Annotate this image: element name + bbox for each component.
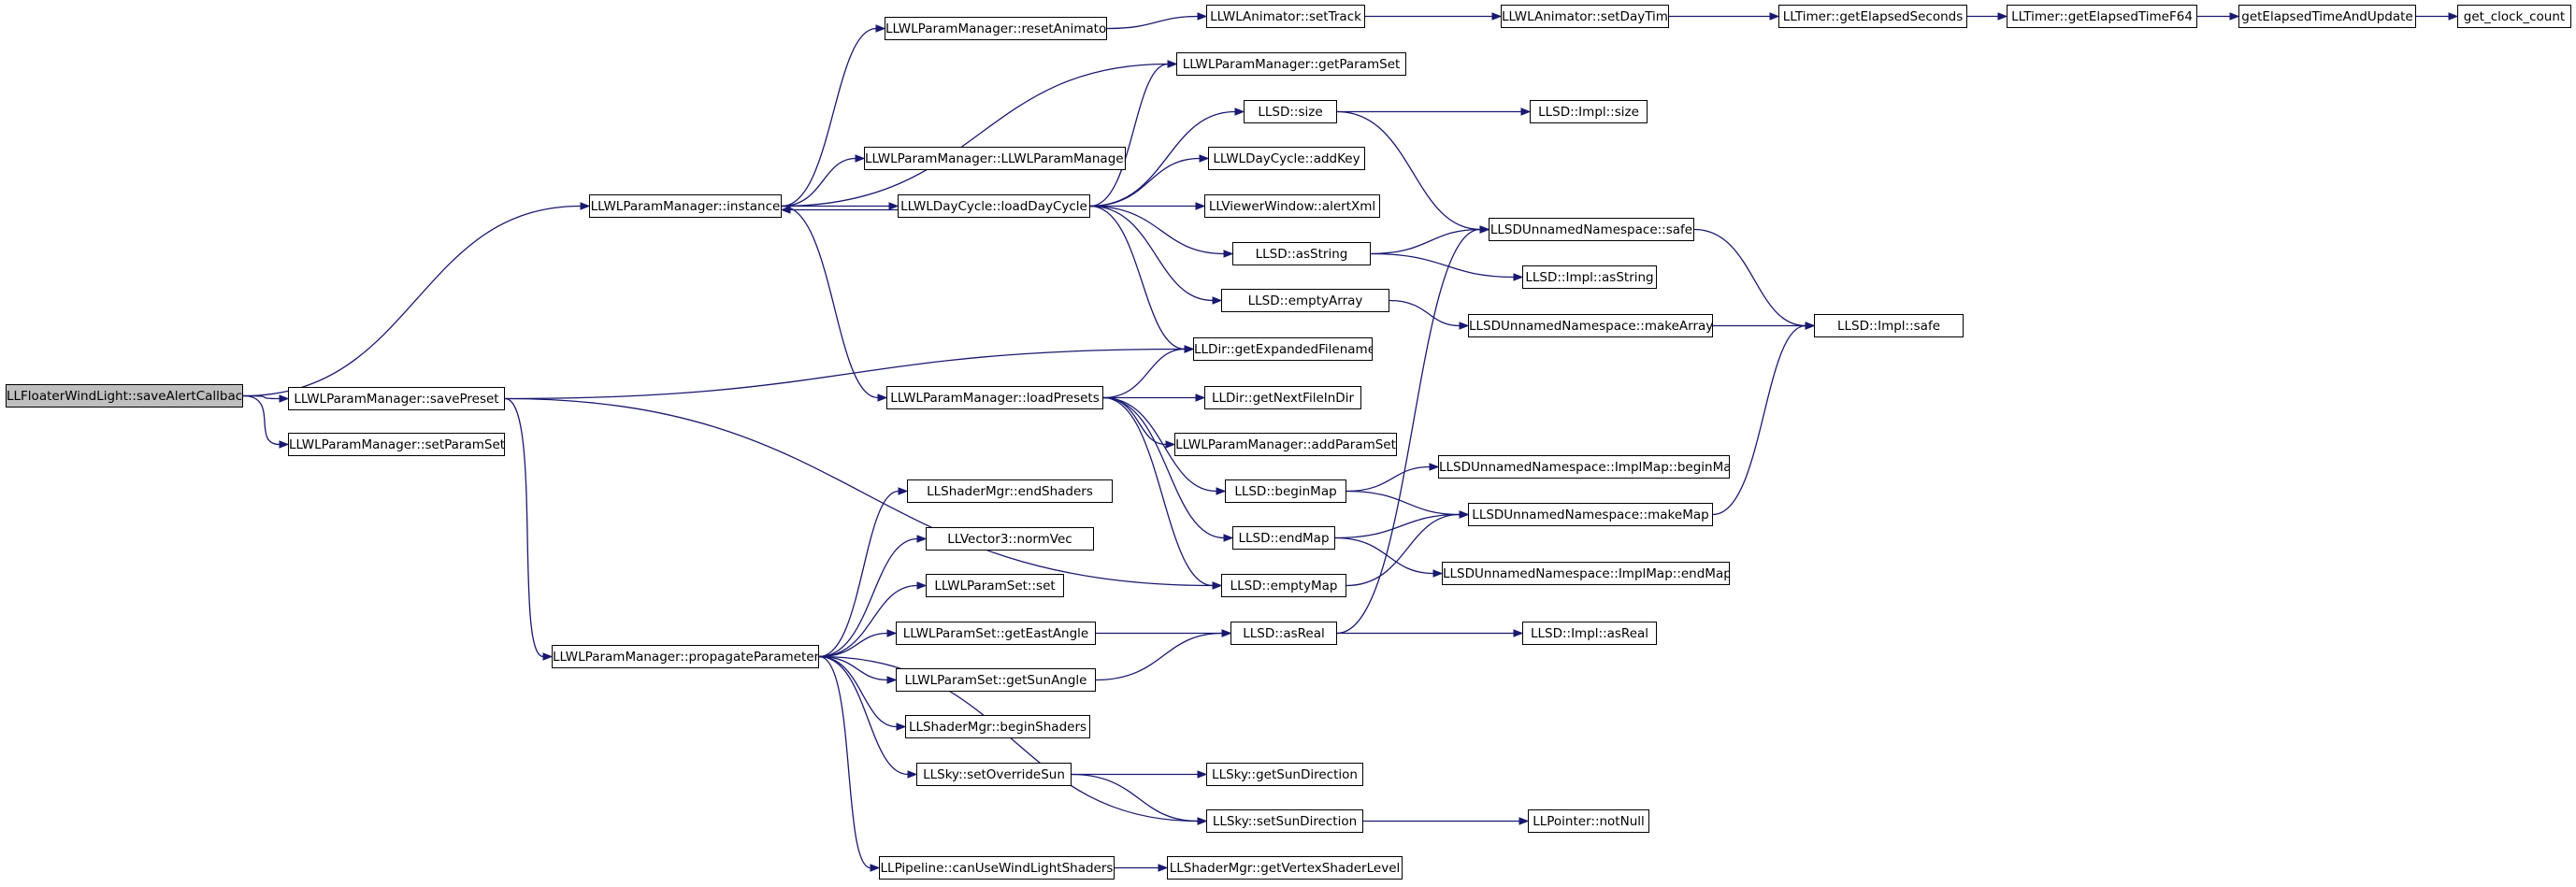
edge-n29-n30 [1346,465,1431,493]
node-get-clock-count[interactable]: get_clock_count [2457,5,2571,28]
node-llshadermgr-endshaders[interactable]: LLShaderMgr::endShaders [907,479,1113,503]
edge-n1-n4 [781,27,877,207]
node-llsdunnamednamespace-implmap-endmap[interactable]: LLSDUnnamedNamespace::ImplMap::endMap [1442,562,1730,585]
edge-n41-n39 [1095,632,1223,681]
edge-n6-n21 [1089,205,1225,255]
edge-n31-n25 [1712,324,1806,516]
node-llwlparammanager-llwlparammanager[interactable]: LLWLParamManager::LLWLParamManager [864,147,1126,170]
edge-n29-n31 [1346,490,1461,516]
node-llsd-asstring[interactable]: LLSD::asString [1232,242,1371,265]
edge-n2-n8 [504,397,544,658]
edge-n20-n25 [1693,228,1806,327]
node-llfloaterwindlight-savealertcallback: LLFloaterWindLight::saveAlertCallback [6,384,243,408]
edge-n32-n33 [1334,536,1434,575]
edge-n6-n23 [1089,205,1214,302]
node-llvector3-normvec[interactable]: LLVector3::normVec [926,527,1094,551]
edge-n2-n26 [504,348,1186,400]
node-llsdunnamednamespace-makemap[interactable]: LLSDUnnamedNamespace::makeMap [1468,503,1713,526]
node-lldir-getnextfileindir[interactable]: LLDir::getNextFileInDir [1204,386,1361,409]
edge-n2-n34 [504,397,1214,587]
edge-n21-n20 [1370,228,1481,255]
node-llwlparamset-getsunangle[interactable]: LLWLParamSet::getSunAngle [896,668,1096,692]
node-llwlparammanager-savepreset[interactable]: LLWLParamManager::savePreset [288,387,505,410]
edge-n0-n3 [242,394,281,446]
edge-n34-n31 [1346,513,1461,587]
node-llsky-getsundirection[interactable]: LLSky::getSunDirection [1206,763,1363,786]
node-llsdunnamednamespace-makearray[interactable]: LLSDUnnamedNamespace::makeArray [1468,314,1713,337]
node-llpipeline-canusewindlightshaders[interactable]: LLPipeline::canUseWindLightShaders [879,856,1115,880]
node-llsd-endmap[interactable]: LLSD::endMap [1232,526,1335,550]
edge-n4-n9 [1106,15,1199,30]
edge-n1-n7 [781,205,879,399]
edge-n8-n47 [818,655,871,869]
node-llsd-impl-safe[interactable]: LLSD::Impl::safe [1814,314,1964,337]
node-llwlparammanager-propagateparameters[interactable]: LLWLParamManager::propagateParameters [552,645,819,668]
node-llsky-setsundirection[interactable]: LLSky::setSunDirection [1206,809,1363,833]
edge-n21-n22 [1370,252,1515,279]
edge-n7-n34 [1102,396,1214,587]
node-llsd-asreal[interactable]: LLSD::asReal [1230,622,1337,645]
edge-n0-n2 [242,394,281,400]
node-llwlparammanager-getparamset[interactable]: LLWLParamManager::getParamSet [1176,52,1406,76]
edge-n1-n5 [781,157,856,207]
node-llsd-emptymap[interactable]: LLSD::emptyMap [1221,574,1346,597]
node-llwlparamset-geteastangle[interactable]: LLWLParamSet::getEastAngle [896,622,1096,645]
node-llsdunnamednamespace-safe[interactable]: LLSDUnnamedNamespace::safe [1489,218,1694,241]
node-llwlanimator-settrack[interactable]: LLWLAnimator::setTrack [1206,5,1365,28]
node-llwlparammanager-resetanimator[interactable]: LLWLParamManager::resetAnimator [885,17,1107,40]
edge-n8-n38 [818,632,888,658]
node-lldir-getexpandedfilename[interactable]: LLDir::getExpandedFilename [1193,337,1373,361]
node-llwldaycycle-loaddaycycle[interactable]: LLWLDayCycle::loadDayCycle [898,194,1090,218]
node-llsd-beginmap[interactable]: LLSD::beginMap [1225,479,1346,503]
edge-n8-n45 [818,655,1199,823]
edge-n7-n29 [1102,396,1217,493]
edge-n23-n24 [1389,299,1461,327]
edge-n16-n20 [1336,110,1481,231]
edge-n39-n20 [1336,228,1481,635]
edge-n6-n15 [1089,63,1169,207]
edge-n8-n37 [818,584,918,658]
edge-n1-n15 [781,63,1169,207]
edge-n43-n45 [1071,773,1199,823]
edge-n8-n35 [818,490,899,658]
node-llsky-setoverridesun[interactable]: LLSky::setOverrideSun [916,763,1072,786]
edge-n8-n36 [818,537,918,658]
node-llwlanimator-setdaytime[interactable]: LLWLAnimator::setDayTime [1501,5,1669,28]
node-llsdunnamednamespace-implmap-beginmap[interactable]: LLSDUnnamedNamespace::ImplMap::beginMap [1438,455,1730,479]
node-llwlparammanager-instance[interactable]: LLWLParamManager::instance [589,194,782,218]
edge-n7-n26 [1102,348,1186,399]
node-lltimer-getelapsedtimef64[interactable]: LLTimer::getElapsedTimeF64 [2007,5,2197,28]
node-llsd-impl-asreal[interactable]: LLSD::Impl::asReal [1522,622,1657,645]
edge-n6-n26 [1089,205,1186,351]
node-llwlparammanager-loadpresets[interactable]: LLWLParamManager::loadPresets [886,386,1103,409]
node-llpointer-notnull[interactable]: LLPointer::notNull [1528,809,1649,833]
edge-n0-n1 [242,205,582,397]
node-llwlparammanager-addparamset[interactable]: LLWLParamManager::addParamSet [1174,433,1397,456]
node-llviewerwindow-alertxml[interactable]: LLViewerWindow::alertXml [1204,194,1380,218]
node-llsd-impl-size[interactable]: LLSD::Impl::size [1530,100,1648,123]
node-llshadermgr-getvertexshaderlevel[interactable]: LLShaderMgr::getVertexShaderLevel [1167,856,1403,880]
node-llsd-emptyarray[interactable]: LLSD::emptyArray [1221,289,1389,312]
node-llshadermgr-beginshaders[interactable]: LLShaderMgr::beginShaders [905,715,1090,738]
node-getelapsedtimeandupdate[interactable]: getElapsedTimeAndUpdate [2238,5,2416,28]
node-llwldaycycle-addkey[interactable]: LLWLDayCycle::addKey [1208,147,1365,170]
edge-n6-n18 [1089,157,1201,207]
edge-n8-n43 [818,655,909,776]
node-llwlparammanager-setparamset[interactable]: LLWLParamManager::setParamSet [288,433,505,456]
node-llsd-size[interactable]: LLSD::size [1244,100,1337,123]
node-lltimer-getelapsedseconds[interactable]: LLTimer::getElapsedSeconds [1778,5,1967,28]
node-llwlparamset-set[interactable]: LLWLParamSet::set [926,574,1064,597]
edge-n32-n31 [1334,513,1461,539]
edge-n7-n32 [1102,396,1225,539]
node-llsd-impl-asstring[interactable]: LLSD::Impl::asString [1522,265,1657,289]
